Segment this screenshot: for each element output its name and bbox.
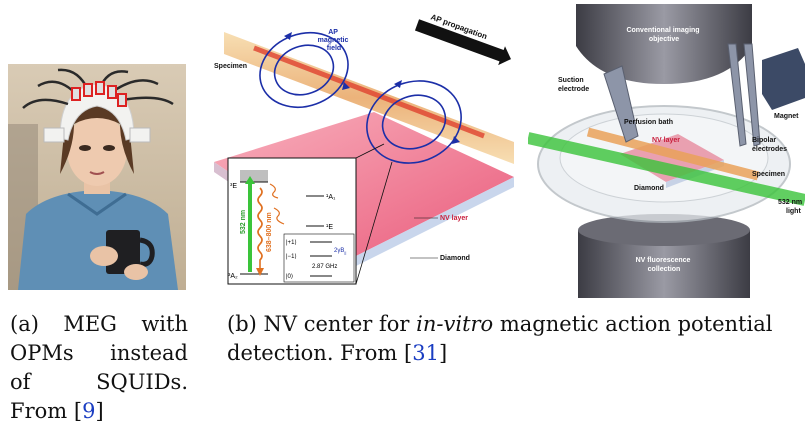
bipolar-label: Bipolar electrodes xyxy=(752,137,787,153)
suction-label: Suction electrode xyxy=(558,77,589,93)
specimen-label: Specimen xyxy=(214,63,247,70)
svg-text:2γB||: 2γB|| xyxy=(334,248,346,255)
diamond-label-right: Diamond xyxy=(634,185,664,192)
svg-text:2.87 GHz: 2.87 GHz xyxy=(312,264,337,270)
specimen-label-right: Specimen xyxy=(752,171,785,178)
nv-microscope-setup-diagram: Conventional imaging objective Suction e… xyxy=(526,4,805,298)
perfusion-label: Perfusion bath xyxy=(624,119,673,126)
svg-text:532 nm: 532 nm xyxy=(240,210,247,234)
svg-text:¹E: ¹E xyxy=(326,224,333,231)
nv-action-potential-diagram: AP magnetic field AP propagation Specime… xyxy=(214,12,514,294)
magnet-label: Magnet xyxy=(774,113,799,120)
collection-label: NV fluorescence collection xyxy=(636,257,693,273)
meg-opm-photo xyxy=(8,64,186,290)
svg-text:³A₂: ³A₂ xyxy=(228,273,238,280)
diamond-label: Diamond xyxy=(440,255,470,262)
svg-text:|−1⟩: |−1⟩ xyxy=(286,253,297,260)
svg-text:¹A₁: ¹A₁ xyxy=(326,194,336,201)
objective-label: Conventional imaging objective xyxy=(626,27,701,43)
svg-text:|0⟩: |0⟩ xyxy=(286,273,293,280)
nv-layer-label: NV layer xyxy=(440,215,468,222)
svg-text:638–800 nm: 638–800 nm xyxy=(266,212,273,252)
light-label: 532 nm light xyxy=(778,199,804,215)
svg-text:|+1⟩: |+1⟩ xyxy=(286,239,297,246)
svg-text:³E: ³E xyxy=(230,183,237,190)
citation-link-9[interactable]: 9 xyxy=(82,399,96,423)
caption-b: (b) NV center for in-vitro magnetic acti… xyxy=(227,312,773,365)
energy-level-inset: ³E ¹A₁ ¹E ³A₂ 532 nm 638–800 nm |+1⟩ |−1… xyxy=(227,157,357,285)
nv-layer-label-right: NV layer xyxy=(652,137,680,144)
ap-field-label: AP magnetic field xyxy=(318,29,351,52)
citation-link-31[interactable]: 31 xyxy=(412,341,439,365)
